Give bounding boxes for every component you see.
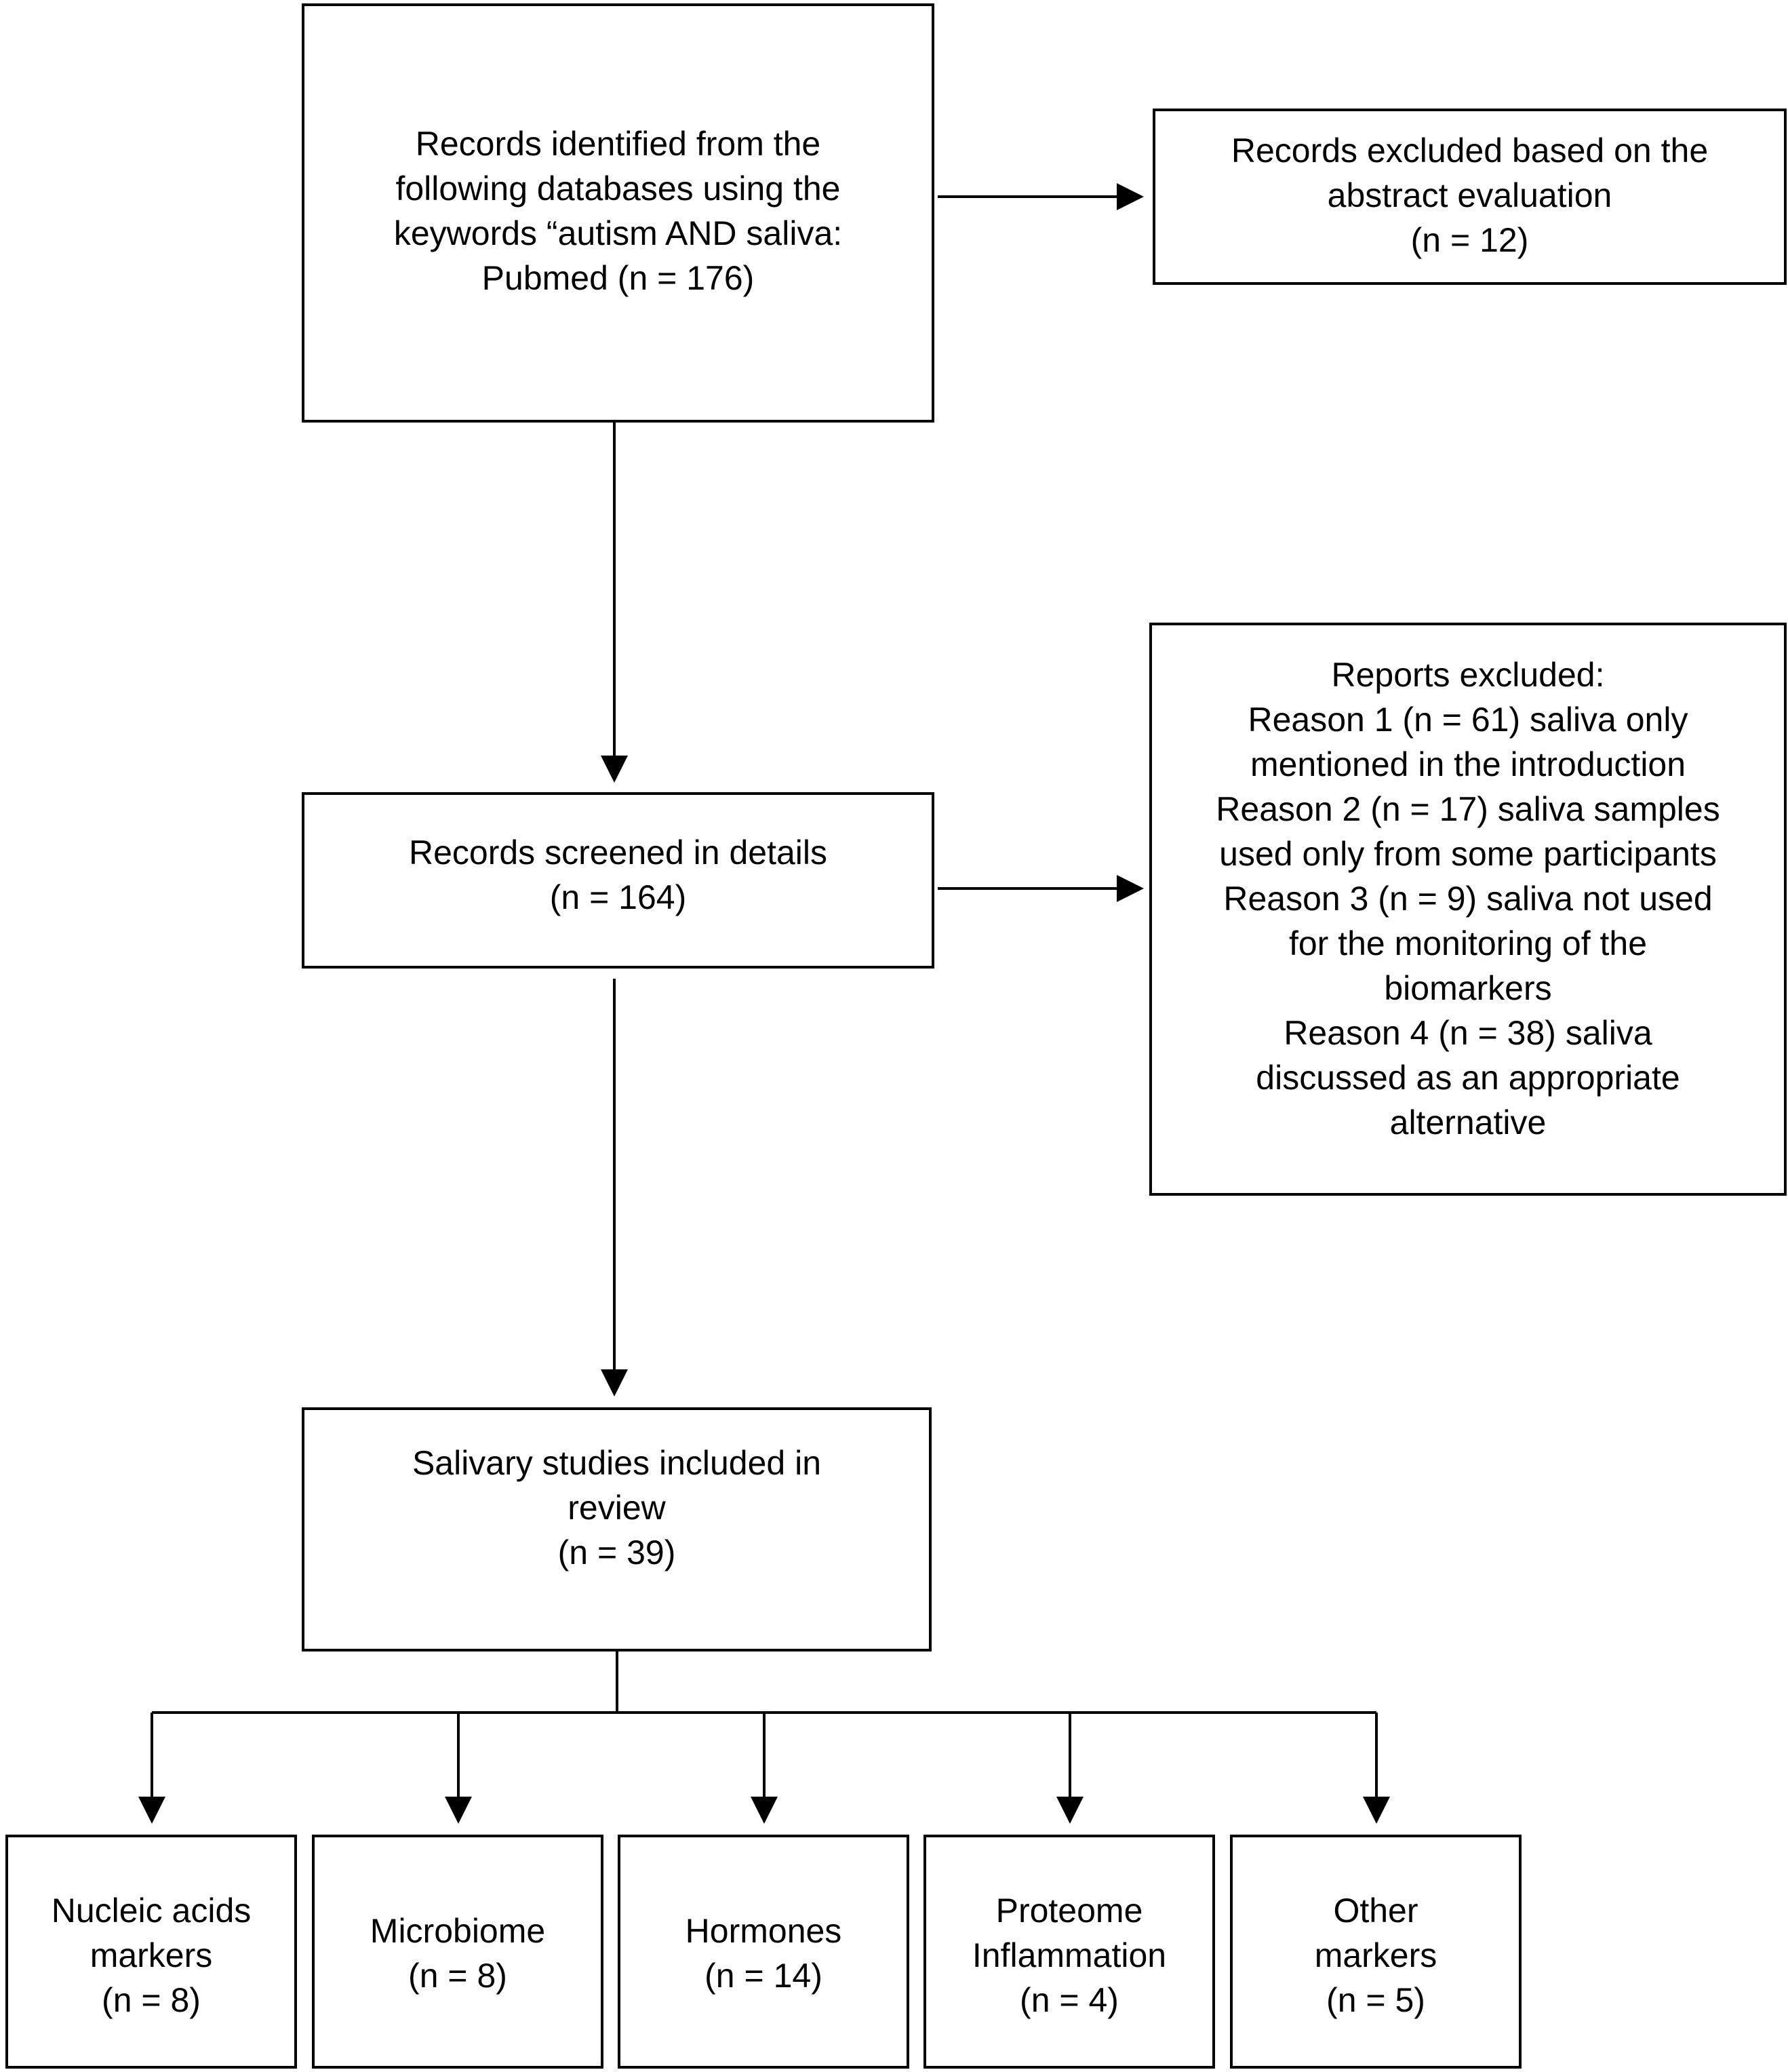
category-proteome-line-1: Proteome bbox=[995, 1892, 1143, 1930]
records-identified-line-2: following databases using the bbox=[395, 170, 841, 208]
category-box-nucleic-acids: Nucleic acids markers (n = 8) bbox=[5, 1835, 297, 2069]
category-proteome-line-2: Inflammation bbox=[972, 1936, 1167, 1974]
category-box-microbiome: Microbiome (n = 8) bbox=[312, 1835, 603, 2069]
category-microbiome-line-2: (n = 8) bbox=[408, 1957, 507, 1995]
category-nucleic-acids-line-2: markers bbox=[90, 1936, 213, 1974]
reports-excluded-line-5: used only from some participants bbox=[1219, 835, 1717, 873]
reports-excluded-line-9: Reason 4 (n = 38) saliva bbox=[1284, 1014, 1652, 1052]
reports-excluded-line-7: for the monitoring of the bbox=[1288, 924, 1648, 962]
category-microbiome-line-1: Microbiome bbox=[370, 1912, 546, 1950]
category-box-hormones: Hormones (n = 14) bbox=[618, 1835, 909, 2069]
records-screened-line-1: Records screened in details bbox=[409, 834, 827, 872]
category-nucleic-acids-line-3: (n = 8) bbox=[102, 1981, 201, 2019]
reports-excluded-line-3: mentioned in the introduction bbox=[1250, 745, 1686, 783]
reports-excluded-heading: Reports excluded: bbox=[1331, 656, 1605, 694]
category-box-proteome: Proteome Inflammation (n = 4) bbox=[923, 1835, 1215, 2069]
records-screened-line-2: (n = 164) bbox=[549, 878, 687, 916]
category-nucleic-acids-line-1: Nucleic acids bbox=[51, 1892, 252, 1930]
studies-included-line-3: (n = 39) bbox=[557, 1533, 676, 1571]
category-hormones-line-2: (n = 14) bbox=[704, 1957, 822, 1995]
records-screened-box: Records screened in details (n = 164) bbox=[302, 792, 934, 969]
reports-excluded-line-6: Reason 3 (n = 9) saliva not used bbox=[1223, 880, 1713, 918]
studies-included-box: Salivary studies included in review (n =… bbox=[302, 1407, 932, 1651]
records-identified-box: Records identified from the following da… bbox=[302, 3, 934, 423]
category-other-line-2: markers bbox=[1314, 1936, 1437, 1974]
studies-included-line-1: Salivary studies included in bbox=[412, 1444, 822, 1482]
reports-excluded-line-2: Reason 1 (n = 61) saliva only bbox=[1248, 701, 1688, 739]
records-identified-line-3: keywords “autism AND saliva: bbox=[393, 214, 843, 252]
reports-excluded-line-11: alternative bbox=[1389, 1103, 1547, 1141]
category-box-other-markers: Other markers (n = 5) bbox=[1230, 1835, 1522, 2069]
category-hormones-line-1: Hormones bbox=[685, 1912, 842, 1950]
category-other-line-1: Other bbox=[1333, 1892, 1418, 1930]
records-excluded-abstract-box: Records excluded based on the abstract e… bbox=[1153, 109, 1787, 285]
records-excluded-line-1: Records excluded based on the bbox=[1231, 132, 1709, 170]
studies-included-line-2: review bbox=[568, 1489, 666, 1527]
reports-excluded-line-4: Reason 2 (n = 17) saliva samples bbox=[1216, 790, 1720, 828]
category-other-line-3: (n = 5) bbox=[1326, 1981, 1425, 2019]
records-identified-line-1: Records identified from the bbox=[415, 125, 821, 163]
records-excluded-line-2: abstract evaluation bbox=[1327, 176, 1612, 214]
reports-excluded-box: Reports excluded: Reason 1 (n = 61) sali… bbox=[1149, 623, 1787, 1196]
reports-excluded-line-10: discussed as an appropriate bbox=[1256, 1059, 1680, 1097]
records-identified-line-4: Pubmed (n = 176) bbox=[481, 259, 755, 297]
reports-excluded-line-8: biomarkers bbox=[1384, 969, 1552, 1007]
category-proteome-line-3: (n = 4) bbox=[1020, 1981, 1119, 2019]
records-excluded-line-3: (n = 12) bbox=[1410, 221, 1529, 259]
